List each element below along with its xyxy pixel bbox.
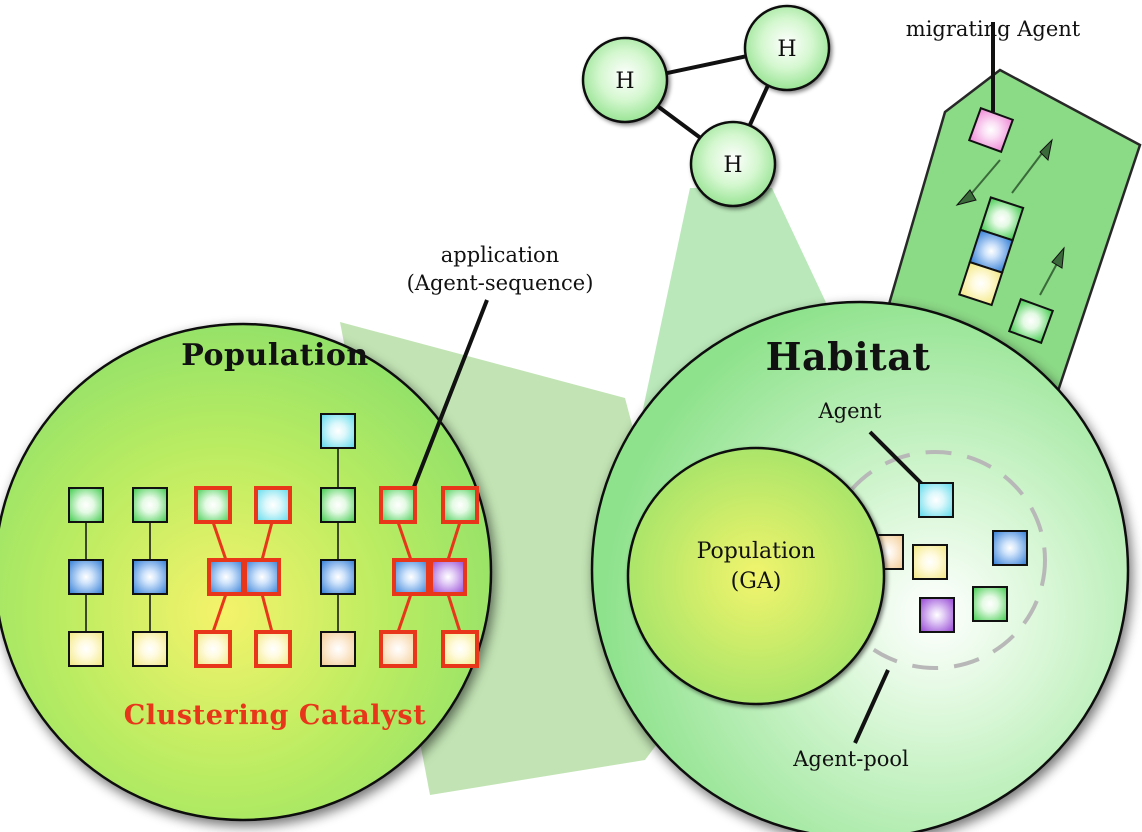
host-label: H — [615, 69, 634, 94]
agent-label: Agent — [818, 399, 883, 423]
application-label-line1: application — [441, 243, 559, 267]
population-title: Population — [181, 338, 368, 373]
agent-green — [320, 487, 356, 523]
inner-population-label-line1: Population — [697, 539, 816, 564]
agent-green — [1007, 297, 1055, 345]
agent-blue — [132, 559, 168, 595]
agent-purple — [919, 597, 955, 633]
agent-cyan — [320, 413, 356, 449]
agent-green — [379, 486, 417, 524]
agent-blue — [320, 559, 356, 595]
agent-green — [68, 487, 104, 523]
agent-pool-label: Agent-pool — [792, 747, 909, 771]
agent-blue — [243, 558, 281, 596]
application-label-line2: (Agent-sequence) — [407, 271, 594, 295]
agent-sequences — [68, 413, 479, 668]
agent-yellow — [132, 631, 168, 667]
agent-blue — [392, 558, 430, 596]
inner-population-circle — [626, 446, 886, 706]
agent-peach — [379, 630, 417, 668]
host-label: H — [723, 153, 742, 178]
agent-yellow — [68, 631, 104, 667]
application-pointer — [410, 299, 489, 493]
agent-yellow — [254, 630, 292, 668]
clustering-catalyst-label: Clustering Catalyst — [124, 700, 427, 731]
agent-green — [972, 586, 1008, 622]
catalyst-cluster — [379, 486, 479, 668]
agent-cyan — [918, 482, 954, 518]
agent-yellow — [958, 260, 1004, 307]
host-network: H H H — [581, 4, 831, 208]
agent-cyan — [254, 486, 292, 524]
agent-yellow — [912, 544, 948, 580]
agent-peach — [320, 631, 356, 667]
host-node: H — [581, 36, 669, 124]
habitat-title: Habitat — [766, 334, 931, 379]
migration-arrowhead — [1039, 138, 1053, 162]
agent-yellow — [194, 630, 232, 668]
host-node: H — [743, 4, 831, 92]
agent-blue — [992, 530, 1028, 566]
agent-blue — [68, 559, 104, 595]
agent-blue — [207, 558, 245, 596]
inner-population-label-line2: (GA) — [731, 569, 782, 594]
migrating-agent-label: migrating Agent — [906, 17, 1081, 41]
migration-arrow — [1011, 147, 1047, 194]
agent-green — [194, 486, 232, 524]
migration-arrowhead — [1051, 246, 1065, 269]
migration-arrowhead — [955, 189, 977, 206]
host-label: H — [777, 37, 796, 62]
agent-green — [132, 487, 168, 523]
migrating-agents — [955, 22, 1065, 345]
agent-purple — [429, 558, 467, 596]
agent-yellow — [441, 630, 479, 668]
agent-pink — [967, 106, 1015, 154]
agent-pointer — [868, 430, 924, 486]
catalyst-cluster — [194, 486, 292, 668]
agent-green — [441, 486, 479, 524]
host-node: H — [689, 120, 777, 208]
agent-pool-pointer — [853, 669, 890, 744]
